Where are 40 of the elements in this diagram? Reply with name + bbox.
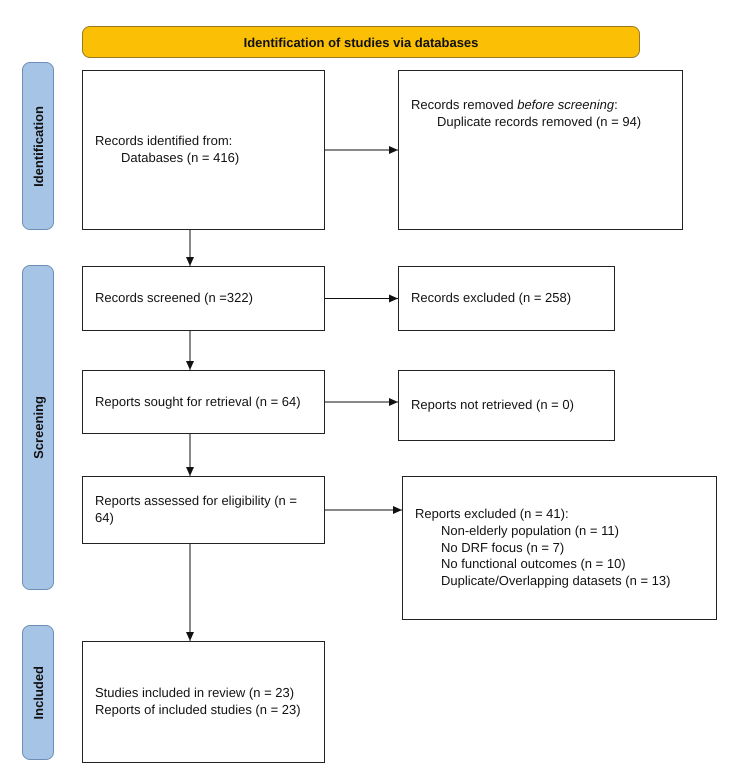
arrow bbox=[324, 294, 398, 302]
process-box bbox=[398, 70, 683, 230]
phase-band bbox=[22, 62, 54, 230]
box-text: Records excluded (n = 258) bbox=[411, 290, 572, 307]
box-text: Duplicate/Overlapping datasets (n = 13) bbox=[440, 573, 672, 590]
process-box bbox=[398, 370, 615, 441]
process-box bbox=[82, 266, 325, 331]
box-text: Records removed before screening: bbox=[411, 97, 619, 114]
box-text: Reports excluded (n = 41): bbox=[415, 506, 570, 523]
process-box bbox=[402, 476, 717, 620]
phase-band bbox=[22, 265, 54, 590]
box-text: Reports not retrieved (n = 0) bbox=[411, 397, 575, 414]
box-text: Duplicate records removed (n = 94) bbox=[436, 114, 642, 131]
arrow bbox=[324, 146, 398, 154]
phase-label: Identification bbox=[30, 106, 46, 186]
arrow bbox=[186, 230, 194, 266]
phase-label: Screening bbox=[30, 396, 46, 459]
phase-band bbox=[22, 625, 54, 760]
box-text: Records screened (n =322) bbox=[95, 290, 254, 307]
arrow bbox=[186, 434, 194, 476]
box-text: Reports of included studies (n = 23) bbox=[95, 702, 302, 719]
box-text: No DRF focus (n = 7) bbox=[440, 540, 566, 556]
box-text: Reports assessed for eligibility (n = 64) bbox=[95, 493, 298, 527]
box-text: No functional outcomes (n = 10) bbox=[440, 556, 627, 574]
arrow bbox=[324, 506, 402, 514]
arrow bbox=[324, 398, 398, 406]
process-box bbox=[82, 476, 325, 544]
process-box bbox=[398, 266, 615, 331]
process-box bbox=[82, 70, 325, 230]
section-header: Identification of studies via databases bbox=[82, 26, 640, 58]
box-text: Studies included in review (n = 23) bbox=[95, 685, 296, 702]
box-text: Records identified from: bbox=[95, 133, 234, 150]
arrow bbox=[186, 330, 194, 370]
phase-label: Included bbox=[30, 666, 46, 720]
box-text: Non-elderly population (n = 11) bbox=[440, 522, 620, 540]
arrow bbox=[186, 544, 194, 642]
box-text: Databases (n = 416) bbox=[120, 150, 240, 167]
process-box bbox=[82, 370, 325, 434]
box-text: Reports sought for retrieval (n = 64) bbox=[95, 394, 302, 410]
process-box bbox=[82, 641, 325, 763]
